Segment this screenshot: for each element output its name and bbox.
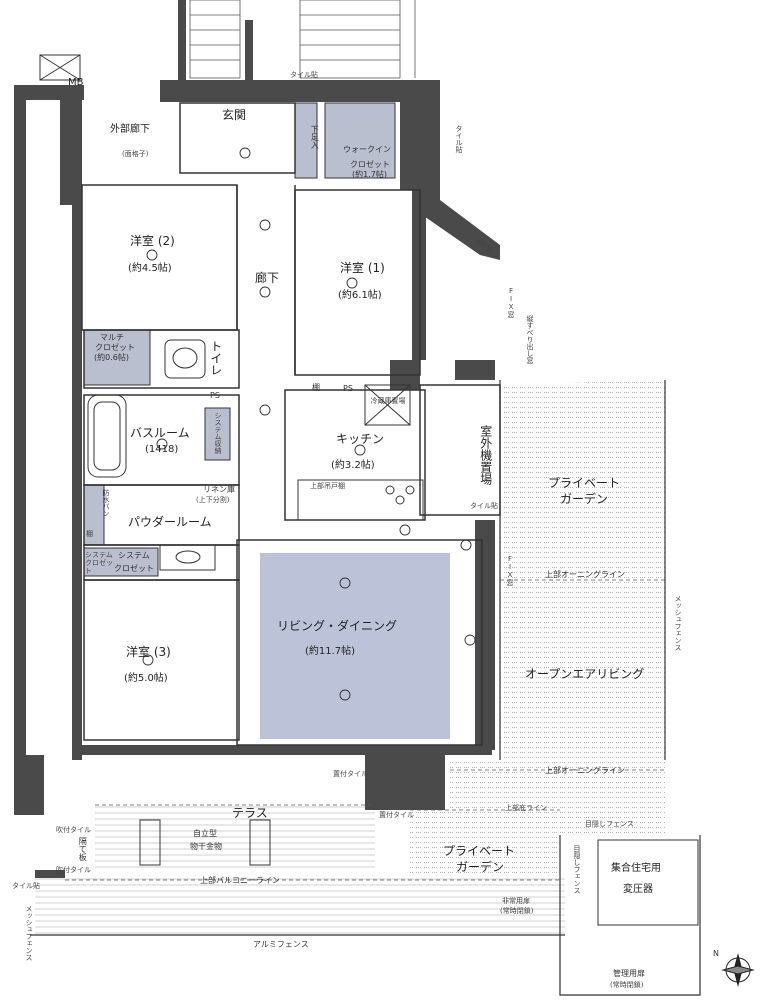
- tile-top-label: タイル貼: [290, 71, 318, 79]
- jobu-todana-label: 上部吊戸棚: [310, 482, 345, 490]
- tile-right-label: タイル貼: [455, 125, 464, 153]
- menkoshi-label: (面格子): [122, 150, 149, 158]
- mesh-fence-right-label: メッシュフェンス: [674, 595, 683, 651]
- walkin-closet-label-1: ウォークイン: [343, 145, 391, 154]
- fence-lines: [30, 380, 701, 996]
- private-garden-2-line1: プライベート: [443, 844, 516, 858]
- mekakushi-fence-2-label: 目隠しフェンス: [573, 845, 582, 894]
- walkin-closet-label-3: (約1.7帖): [352, 170, 387, 179]
- multi-closet-label-3: (約0.6帖): [94, 353, 129, 362]
- hijo-tobira-label-2: (常時閉鎖): [500, 907, 534, 915]
- private-garden-1-line1: プライベート: [548, 476, 621, 490]
- shitsugaiki-label: 室外機置場: [478, 425, 493, 485]
- reizoko-label: 冷蔵庫置場: [370, 397, 406, 405]
- sys-closet-label-1: システム: [118, 551, 150, 560]
- stairs: [189, 0, 416, 79]
- private-garden-2-line2: ガーデン: [456, 860, 505, 874]
- transformer-label-2: 変圧器: [623, 884, 653, 895]
- tana-label-2: 棚: [86, 530, 93, 538]
- mekakushi-fence-1-label: 目隠しフェンス: [585, 820, 634, 828]
- kakute-ita-label: 隔て板: [78, 837, 88, 861]
- multi-closet-label-2: クロゼット: [95, 343, 135, 352]
- private-garden-right-area: [500, 380, 665, 760]
- yoshitsu-2-size: (約4.5帖): [128, 263, 172, 274]
- tate-suberi-window: 縦すべり出し窓: [526, 315, 535, 364]
- jobu-awning-line-2: 上部オーニングライン: [545, 766, 625, 775]
- toilet-label: トイレ: [208, 340, 223, 376]
- private-garden-bottom-area: [410, 760, 665, 900]
- terrace-area: [35, 805, 565, 935]
- system-shuno-label: システム収納: [214, 412, 223, 454]
- linen-closet-label-2: (上下分割): [196, 496, 230, 504]
- dashed-lines: [65, 579, 665, 881]
- living-dining-size: (約11.7帖): [305, 646, 356, 657]
- bathroom-size: (1418): [145, 444, 179, 455]
- transformer-label-1: 集合住宅用: [611, 863, 661, 874]
- powder-room-label: パウダールーム: [128, 515, 212, 529]
- tana-label: 棚: [312, 383, 320, 392]
- mesh-fence-left-label: メッシュフェンス: [25, 905, 34, 961]
- okutsuke-tile-label-2: 置付タイル: [379, 811, 414, 819]
- jiritsu-label-2: 物干金物: [190, 842, 222, 851]
- yoshitsu-1-name: 洋室 (1): [340, 261, 385, 275]
- bathroom-name: バスルーム: [130, 426, 190, 440]
- okutsuke-tile-label-4: 吹付タイル: [56, 866, 91, 874]
- kanri-tobira-label-2: (常時閉鎖): [610, 981, 644, 989]
- storage-fills: [83, 102, 450, 739]
- yoshitsu-2-name: 洋室 (2): [130, 234, 175, 248]
- living-dining-name: リビング・ダイニング: [277, 619, 398, 633]
- yoshitsu-3-name: 洋室 (3): [126, 645, 171, 659]
- kitchen-size: (約3.2帖): [331, 460, 375, 471]
- multi-closet-label-1: マルチ: [100, 333, 124, 342]
- alumi-fence-label: アルミフェンス: [253, 940, 309, 949]
- light-fixtures: [142, 147, 476, 701]
- walkin-closet-label-2: クロゼット: [350, 160, 390, 169]
- kitchen-name: キッチン: [336, 432, 385, 446]
- fix-window-3: FIX窓: [506, 555, 515, 586]
- exterior-walls: [14, 0, 500, 878]
- linen-closet-label-1: リネン庫: [203, 485, 235, 494]
- yoshitsu-1-size: (約6.1帖): [338, 290, 382, 301]
- hijo-tobira-label-1: 非常用扉: [502, 897, 530, 905]
- mb-label: MB: [68, 77, 84, 88]
- jobu-balcony-line-label: 上部バルコニーライン: [200, 876, 280, 885]
- okutsuke-tile-label-1: 置付タイル: [333, 770, 368, 778]
- north-label: N: [713, 949, 719, 958]
- shitaashi-label: 下足入: [310, 125, 320, 149]
- jobu-hisashi-label: 上部庇ライン: [505, 804, 547, 812]
- jobu-awning-line-1: 上部オーニングライン: [545, 570, 625, 579]
- terrace-label: テラス: [232, 806, 268, 820]
- open-air-living-label: オープンエアリビング: [525, 667, 645, 681]
- roka-label: 廊下: [255, 271, 280, 285]
- gaibu-roka-label: 外部廊下: [110, 124, 150, 135]
- bousui-pan-label: 防水パン: [102, 489, 111, 517]
- jiritsu-label-1: 自立型: [193, 829, 217, 838]
- sys-closet-label-2: クロゼット: [114, 564, 154, 573]
- sys-closet-small-label: システムクロゼット: [85, 551, 113, 576]
- fix-window-2: FIX窓: [507, 287, 516, 318]
- fixtures: [39, 54, 699, 926]
- okutsuke-tile-label-3: 吹付タイル: [56, 826, 91, 834]
- north-arrow-icon: [721, 953, 755, 987]
- ps-label-2: PS: [210, 391, 220, 400]
- genkan-label: 玄関: [222, 108, 247, 122]
- yoshitsu-3-size: (約5.0帖): [124, 673, 168, 684]
- private-garden-1-line2: ガーデン: [560, 492, 609, 506]
- kanri-tobira-label-1: 管理用扉: [613, 969, 645, 978]
- tile-right2-label: タイル貼: [470, 502, 498, 510]
- ps-label-1: PS: [343, 384, 353, 393]
- tile-left-label: タイル貼: [12, 882, 40, 890]
